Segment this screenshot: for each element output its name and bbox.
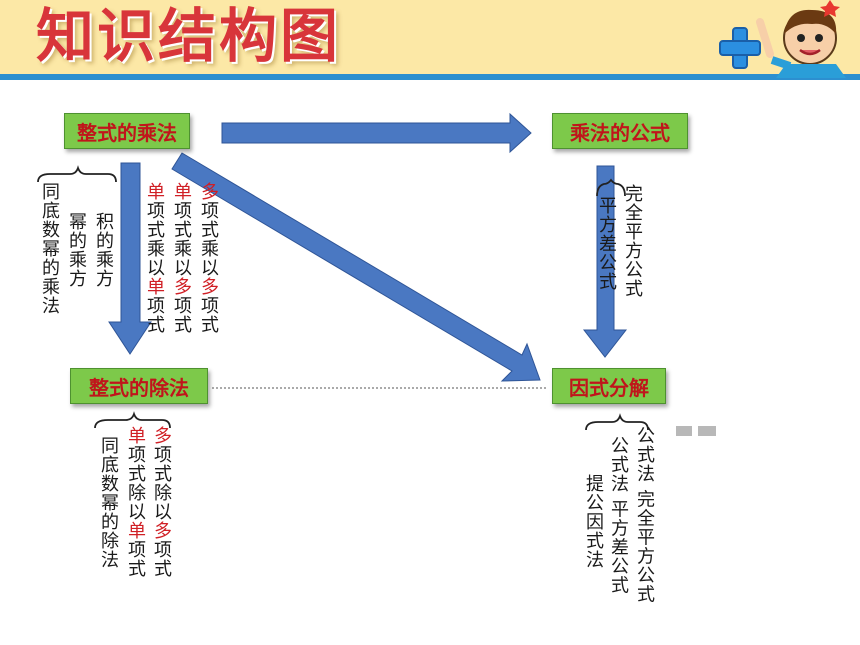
header-divider [0, 74, 860, 80]
formula-item-perfect-square: 完全平方公式 [622, 184, 643, 298]
factor-item-formula-method-b: 公式法 完全平方公式 [634, 426, 655, 604]
div-item-mono-mono: 单项式除以单项式 [125, 426, 146, 578]
factor-item-formula-method-a: 公式法 平方差公式 [608, 436, 629, 595]
arrow-mult-to-div [108, 162, 152, 355]
mult-item-mono-poly: 单项式乘以多项式 [171, 182, 192, 334]
box-multiplication-formula: 乘法的公式 [552, 113, 688, 149]
smudge-marks [676, 426, 716, 436]
box-polynomial-multiplication: 整式的乘法 [64, 113, 190, 149]
formula-item-difference-of-squares: 平方差公式 [596, 196, 617, 291]
arrow-mult-to-factor [171, 152, 541, 382]
arrow-formula-to-factor [582, 165, 628, 358]
page-title: 知识结构图 [36, 2, 342, 70]
header-banner [0, 0, 860, 76]
box-factorization: 因式分解 [552, 368, 666, 404]
mult-item-same-base: 同底数幂的乘法 [39, 182, 60, 315]
div-item-poly-mono: 多项式除以多项式 [151, 426, 172, 578]
brace-factor [585, 413, 649, 431]
brace-mult [37, 165, 117, 183]
brace-div [94, 411, 171, 429]
arrow-mult-to-formula [221, 112, 532, 154]
brace-formula [596, 178, 626, 197]
div-item-same-base: 同底数幂的除法 [98, 436, 119, 569]
factor-item-common-factor: 提公因式法 [583, 474, 604, 569]
mult-item-poly-poly: 多项式乘以多项式 [198, 182, 219, 334]
mult-item-mono-mono: 单项式乘以单项式 [144, 182, 165, 334]
mult-item-power-of-product: 积的乘方 [93, 212, 114, 288]
mult-item-power-of-power: 幂的乘方 [66, 212, 87, 288]
box-polynomial-division: 整式的除法 [70, 368, 208, 404]
